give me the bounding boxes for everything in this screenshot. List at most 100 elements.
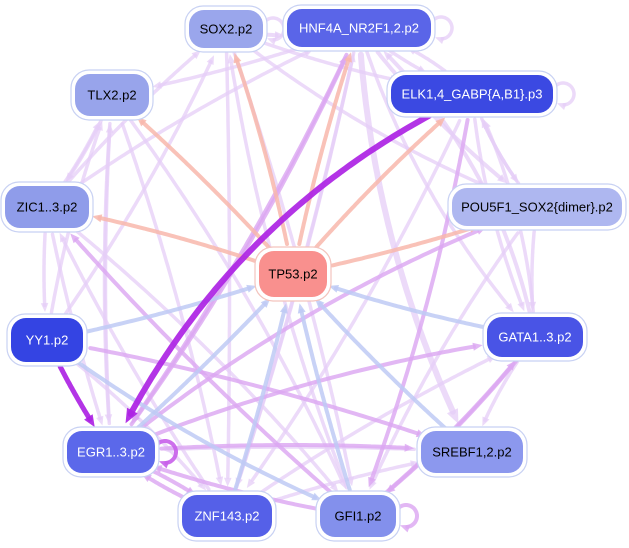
edge-hnf4a-elk	[387, 48, 423, 72]
edge-pou5f1-elk	[482, 122, 521, 185]
edge-egr1-pou5f1	[136, 229, 480, 433]
edge-egr1-tp53	[135, 301, 267, 431]
node-znf143[interactable]: ZNF143.p2	[177, 490, 277, 542]
edge-zic1-hnf4a	[74, 50, 309, 189]
edge-znf143-egr1	[146, 475, 190, 502]
node-tlx2[interactable]: TLX2.p2	[70, 69, 154, 121]
edge-hnf4a-tlx2-arrowhead	[152, 81, 162, 89]
node-egr1[interactable]: EGR1..3.p2	[62, 426, 160, 478]
node-box	[391, 75, 553, 113]
edge-tp53-hnf4a	[297, 57, 351, 246]
edge-elk-egr1	[127, 112, 433, 417]
self-loop-elk	[554, 81, 576, 107]
edge-pou5f1-elk-arrowhead	[481, 118, 489, 129]
node-box	[287, 9, 431, 47]
node-elk[interactable]: ELK1,4_GABP{A,B1}.p3	[386, 70, 558, 118]
edge-tlx2-znf143-arrowhead	[215, 476, 224, 486]
node-box	[259, 251, 327, 297]
node-box	[11, 318, 83, 362]
edge-tp53-elk	[312, 120, 442, 251]
edge-hnf4a-srebf1-arrowhead	[446, 408, 459, 424]
edge-zic1-gfi1-arrowhead	[329, 482, 339, 493]
node-gfi1[interactable]: GFI1.p2	[315, 490, 401, 542]
edge-znf143-tp53-arrowhead	[279, 303, 288, 314]
edge-zic1-egr1-arrowhead	[96, 415, 104, 426]
node-pou5f1[interactable]: POU5F1_SOX2{dimer}.p2	[447, 183, 627, 231]
edge-elk-znf143-arrowhead	[246, 478, 256, 489]
self-loop-gfi1-arrowhead	[400, 524, 411, 533]
self-loop-elk-arrowhead	[557, 102, 567, 110]
edge-gata1-gfi1-arrowhead	[385, 484, 396, 494]
edge-srebf1-tp53	[318, 302, 448, 431]
node-yy1[interactable]: YY1.p2	[6, 313, 88, 367]
edge-egr1-znf143	[146, 466, 192, 494]
edge-znf143-tp53	[233, 308, 287, 492]
self-loop-layer	[156, 15, 576, 533]
edge-elk-gata1-arrowhead	[517, 301, 525, 312]
edge-hnf4a-tlx2	[157, 44, 308, 87]
edge-gata1-srebf1-arrowhead	[482, 416, 490, 427]
edge-znf143-gata1	[257, 356, 492, 496]
edge-gfi1-sox2-arrowhead	[227, 54, 236, 64]
edge-sox2-znf143-arrowhead	[224, 477, 232, 487]
node-sox2[interactable]: SOX2.p2	[184, 5, 268, 53]
edge-hnf4a-gata1-arrowhead	[505, 302, 514, 313]
edge-zic1-yy1-arrowhead	[40, 302, 49, 313]
self-loop-egr1	[156, 439, 178, 465]
self-loop-gfi1	[397, 503, 419, 529]
edge-tlx2-zic1-arrowhead	[65, 172, 74, 182]
edge-yy1-srebf1	[88, 346, 420, 436]
edge-tp53-zic1-arrowhead	[92, 214, 103, 223]
edge-tlx2-gfi1-arrowhead	[338, 479, 346, 490]
self-loop-egr1-arrowhead	[159, 460, 170, 469]
edge-yy1-tp53-arrowhead	[246, 284, 257, 293]
edge-yy1-tp53	[84, 286, 252, 334]
edge-zic1-gfi1	[72, 227, 335, 488]
edge-elk-hnf4a	[410, 48, 447, 73]
edge-tp53-tlx2	[140, 120, 273, 252]
edge-tp53-sox2-arrowhead	[233, 53, 242, 64]
edge-znf143-zic1-arrowhead	[59, 232, 68, 243]
node-tp53[interactable]: TP53.p2	[254, 246, 332, 302]
edge-egr1-hnf4a	[129, 62, 345, 427]
edge-egr1-srebf1-arrowhead	[404, 443, 415, 452]
node-srebf1[interactable]: SREBF1,2.p2	[416, 426, 528, 478]
edge-yy1-sox2-arrowhead	[206, 55, 214, 65]
edge-zic1-yy1	[42, 231, 47, 308]
edge-gata1-srebf1	[483, 359, 520, 423]
node-gata1[interactable]: GATA1..3.p2	[482, 312, 588, 362]
edge-yy1-egr1-arrowhead	[84, 414, 95, 428]
node-box	[67, 431, 155, 473]
edge-egr1-gata1-arrowhead	[472, 342, 483, 351]
edge-tp53-hnf4a-arrowhead	[344, 52, 352, 63]
edge-tp53-pou5f1	[330, 226, 474, 268]
edge-tp53-elk-arrowhead	[435, 117, 446, 127]
node-box	[487, 317, 583, 357]
edge-tp53-sox2	[234, 58, 289, 246]
node-box	[189, 10, 263, 48]
node-hnf4a[interactable]: HNF4A_NR2F1,2.p2	[282, 4, 436, 52]
self-loop-sox2-arrowhead	[267, 37, 277, 45]
edge-zic1-sox2-arrowhead	[191, 50, 201, 59]
self-loop-hnf4a-arrowhead	[435, 36, 445, 44]
self-loop-hnf4a	[432, 15, 454, 41]
edge-gfi1-zic1-arrowhead	[70, 233, 80, 244]
node-box	[452, 188, 622, 226]
node-box	[75, 74, 149, 116]
edge-yy1-gfi1	[74, 359, 318, 500]
edge-gata1-tp53-arrowhead	[328, 284, 340, 293]
edge-yy1-znf143	[73, 360, 203, 487]
node-box	[5, 186, 89, 228]
edge-elk-egr1-arrowhead	[125, 407, 138, 424]
edge-gfi1-tp53	[299, 308, 352, 492]
edge-egr1-gata1	[150, 344, 476, 438]
edge-elk-gfi1	[369, 118, 470, 481]
node-box	[182, 495, 272, 537]
node-zic1[interactable]: ZIC1..3.p2	[0, 181, 94, 233]
edge-elk-znf143	[250, 118, 462, 482]
edge-egr1-srebf1	[159, 443, 409, 451]
edge-gata1-tp53	[333, 286, 488, 330]
edge-tlx2-gfi1	[127, 116, 344, 482]
